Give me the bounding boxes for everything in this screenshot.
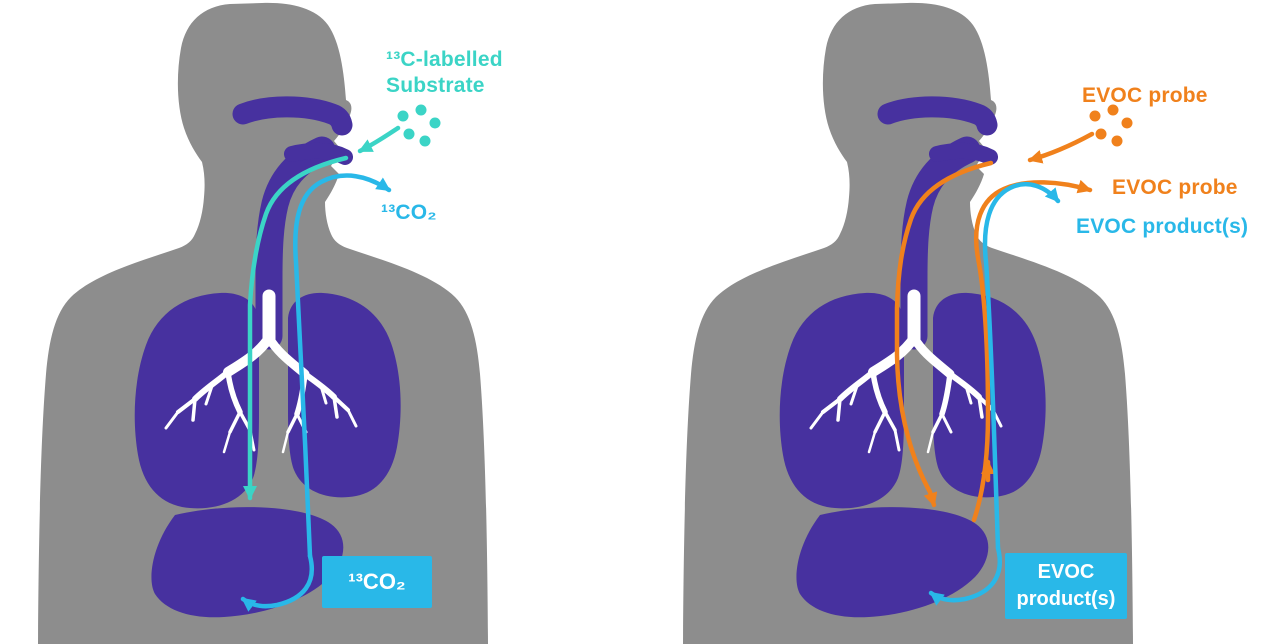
substrate-inhale-arrow (357, 125, 401, 154)
human-figure-right (683, 3, 1133, 644)
substrate-label-line2: Substrate (386, 74, 485, 97)
substrate-to-liver-arrow (243, 155, 349, 501)
co2-exhale-arrow (293, 173, 392, 559)
evoc-product-result-box: EVOC product(s) (1005, 553, 1127, 619)
evoc-product-box-line2: product(s) (1016, 588, 1116, 610)
substrate-label-line1: ¹³C-labelled (386, 48, 503, 71)
substrate-dots (397, 104, 441, 147)
co2-liver-loop-arrow (240, 553, 314, 612)
left-flow-arrows (240, 104, 441, 612)
product-liver-loop-arrow (928, 545, 1002, 606)
probe-inhale-arrow (1027, 131, 1095, 164)
right-flow-arrows (894, 104, 1133, 606)
probe-dots (1089, 104, 1133, 147)
substrate-label: ¹³C-labelled Substrate (386, 47, 503, 99)
evoc-product-box-line1: EVOC (1037, 561, 1095, 583)
human-figure-left (38, 3, 488, 644)
co2-exhaled-label: ¹³CO₂ (381, 201, 437, 224)
co2-result-box-label: ¹³CO₂ (348, 569, 406, 594)
probe-to-liver-arrow (894, 160, 994, 508)
product-exhale-arrow (982, 182, 1061, 551)
evoc-product-exhaled-label: EVOC product(s) (1076, 215, 1249, 238)
co2-result-box: ¹³CO₂ (322, 556, 432, 608)
evoc-probe-exhaled-label: EVOC probe (1112, 176, 1238, 199)
evoc-probe-label: EVOC probe (1082, 84, 1208, 107)
